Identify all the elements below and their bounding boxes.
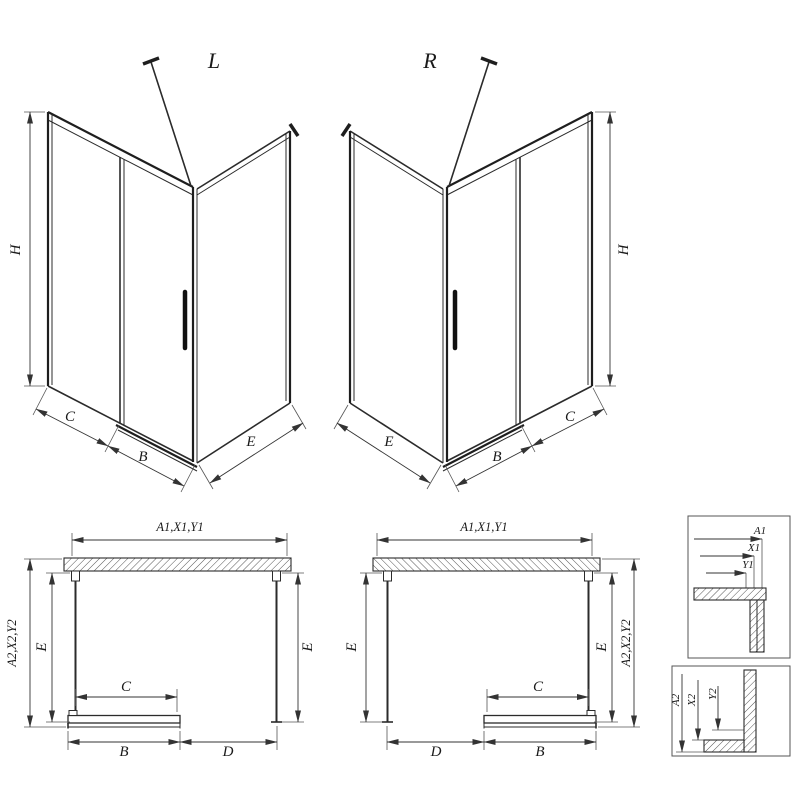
detail-top-dim-y1: Y1	[742, 559, 754, 571]
plan-right-dim-e-right: E	[594, 642, 610, 652]
detail-bottom-frame	[671, 665, 791, 757]
iso-view-right-geometry	[334, 58, 616, 492]
iso-left-dim-e: E	[245, 434, 255, 450]
iso-right-dim-e: E	[383, 434, 393, 450]
detail-bottom-dim-x2: X2	[686, 693, 698, 707]
plan-right-dim-a2: A2,X2,Y2	[619, 619, 633, 667]
plan-view-left: A1,X1,Y1 A2,X2,Y2 E E C B D	[5, 520, 316, 760]
iso-left-dim-b: B	[138, 449, 147, 465]
plan-left-dim-e-left: E	[34, 642, 50, 652]
plan-right-dim-e-left: E	[344, 642, 360, 652]
iso-right-dim-c: C	[565, 409, 576, 425]
plan-right-dim-b: B	[535, 744, 544, 760]
iso-right-dim-b: B	[492, 449, 501, 465]
detail-top-frame	[687, 515, 791, 659]
plan-left-dim-e-right: E	[300, 642, 316, 652]
plan-right-dim-c: C	[533, 679, 544, 695]
plan-left-dim-a1: A1,X1,Y1	[155, 520, 203, 534]
iso-right-dim-h: H	[616, 243, 632, 256]
iso-view-left: L H C B E	[8, 48, 306, 492]
iso-view-right: R H C B E	[334, 48, 632, 492]
plan-right-dim-d: D	[430, 744, 442, 760]
detail-bottom-dim-a2: A2	[670, 693, 682, 707]
detail-top-dim-a1: A1	[753, 525, 766, 537]
plan-view-right-geometry	[360, 533, 640, 750]
iso-left-dim-h: H	[8, 243, 24, 256]
iso-right-title: R	[422, 48, 437, 73]
detail-bottom-dim-y2: Y2	[707, 688, 719, 700]
plan-left-dim-c: C	[121, 679, 132, 695]
detail-top-dim-x1: X1	[747, 542, 760, 554]
plan-view-right: A1,X1,Y1 A2,X2,Y2 E E C B D	[344, 520, 640, 760]
plan-right-dim-a1: A1,X1,Y1	[459, 520, 507, 534]
detail-top-profile: A1 X1 Y1	[687, 515, 791, 659]
plan-left-dim-a2: A2,X2,Y2	[5, 619, 19, 667]
detail-bottom-profile: A2 X2 Y2	[670, 665, 791, 757]
iso-left-title: L	[207, 48, 220, 73]
iso-left-dim-c: C	[65, 409, 76, 425]
plan-left-dim-b: B	[119, 744, 128, 760]
plan-left-dim-d: D	[222, 744, 234, 760]
